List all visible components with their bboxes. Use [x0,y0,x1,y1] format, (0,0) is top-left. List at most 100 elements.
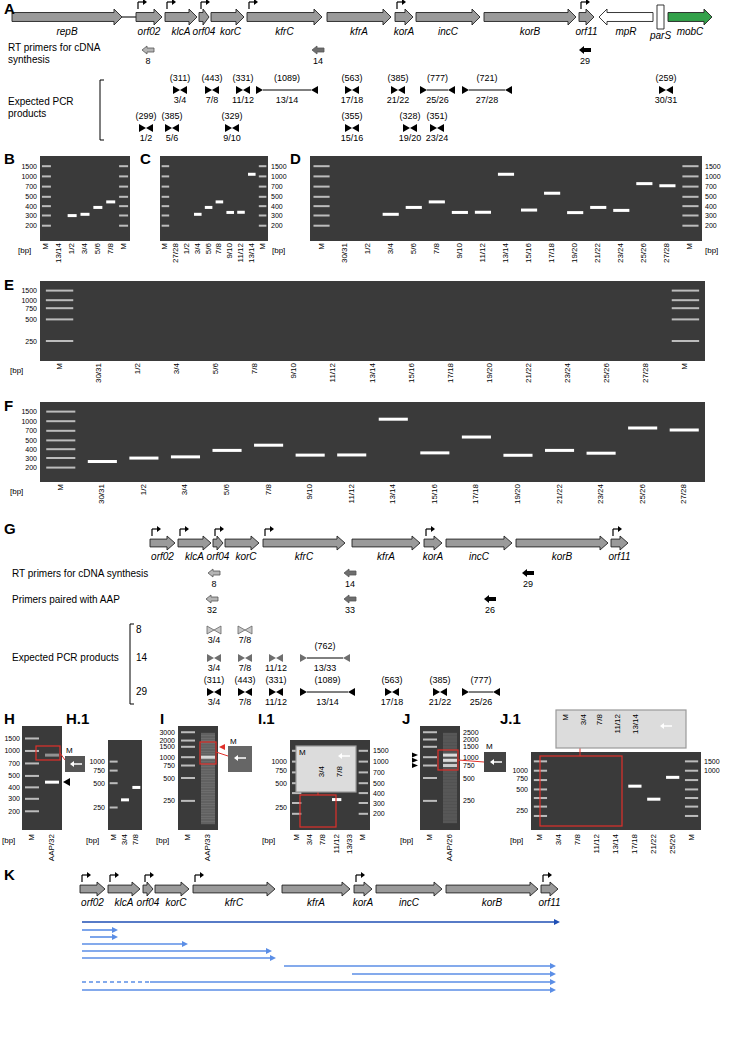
lane-label: 3/4 [173,363,181,374]
promoter-flag [397,1,402,2]
promoter-flag [152,528,157,529]
product-label: 21/22 [429,697,452,707]
lane-label: 3/4 [81,243,89,254]
primer-pair-mark [245,654,252,662]
panel-letter: C [140,150,151,167]
product-label: (443) [234,675,255,685]
transcript-head [270,955,276,961]
lane-label: 7/8 [433,243,441,254]
lane-label: M [686,243,694,250]
dna-band [132,786,140,789]
product-label: 32 [207,605,217,615]
gel-image [531,752,701,830]
promoter-flag [87,872,91,878]
size-marker-label: 2000 [159,737,175,744]
gene-name: klcA [172,26,191,37]
dna-band [443,754,457,757]
dna-band [201,735,215,738]
lane-label: 13/14 [369,363,377,383]
lane-label: 17/18 [447,363,455,383]
gene-name: korA [423,551,444,562]
size-marker-label: 750 [93,767,105,774]
promoter-flag [185,526,189,532]
inset-arrow [73,763,82,765]
inset-label: M [486,742,493,751]
dna-band [443,736,457,739]
gene-name: klcA [115,897,134,908]
gene-name: kfrA [350,26,368,37]
size-marker-label: 1500 [21,287,37,294]
promoter-flag [172,0,176,5]
dna-band [636,182,652,185]
gene-arrow-outline [282,882,350,896]
dna-band [237,211,245,214]
caption-text: 14 [136,652,147,664]
dna-band [443,777,457,780]
dna-band [93,206,102,209]
gene-arrow: klcA [165,9,197,25]
ladder-band [682,196,698,198]
ladder-band [359,761,368,763]
lane-label: 11/12 [329,363,337,382]
bracket [100,80,101,140]
gene-arrow: korC [211,9,244,25]
product-label: 13/33 [314,663,337,673]
gene-arrow-outline [446,882,538,896]
lane-label: M [184,834,192,841]
dna-band [201,772,215,775]
caption-text: RT primers for cDNA synthesis [8,42,126,66]
primer-pair-mark [243,86,250,94]
gene-arrow-shape [416,9,480,25]
unit-label: [bp] [10,487,23,496]
gene-name: repB [56,26,77,37]
promoter-flag [157,526,161,532]
promoter-flag [180,528,185,529]
ladder-band [672,318,699,320]
dna-band [68,214,77,217]
unit-label: [bp] [510,836,523,845]
primer-pair-mark [236,86,243,94]
lane-label: 21/22 [556,484,564,504]
size-marker-label: 500 [275,780,287,787]
gene-arrow-shape [178,536,211,550]
gene-name: orf04 [207,551,230,562]
lane-label: AAP/32 [48,834,56,861]
highlight-box [300,795,336,827]
amplicon-line [307,692,348,693]
dna-band [201,777,215,780]
product-label: (385) [429,675,450,685]
size-marker-label: 1000 [373,758,389,765]
dna-band [81,213,90,216]
inset-image [228,746,252,772]
lane-label: M [293,834,301,841]
size-marker-label: 1000 [159,754,175,761]
ladder-band [423,765,437,767]
promoter-flag [145,874,150,875]
ladder-band [42,215,51,217]
lane-label: 5/6 [205,243,213,254]
primer-pair-mark [345,86,352,94]
size-marker-label: 400 [25,446,37,453]
gene-arrow: kfrC [263,536,345,550]
dna-band [201,756,215,759]
product-label: 7/8 [239,663,252,673]
gene-arrow-outline [611,536,628,550]
ladder-band [119,186,128,188]
lane-label: M [120,243,128,250]
promoter-flag [201,1,206,2]
size-marker-label: 1500 [463,743,479,750]
gene-name: korC [220,26,241,37]
gene-name: orf11 [538,897,560,908]
size-marker-label: 400 [8,784,20,791]
promoter-flag [166,2,167,9]
gene-arrow-shape [108,882,140,896]
gene-name: kfrA [307,897,325,908]
primer-pair-mark [238,626,245,634]
primer-pair-mark [505,86,512,94]
dna-band [201,782,215,785]
band-arrow [219,744,225,750]
ladder-band [162,175,170,177]
gel-image [160,156,268,241]
ladder-band [423,746,437,748]
